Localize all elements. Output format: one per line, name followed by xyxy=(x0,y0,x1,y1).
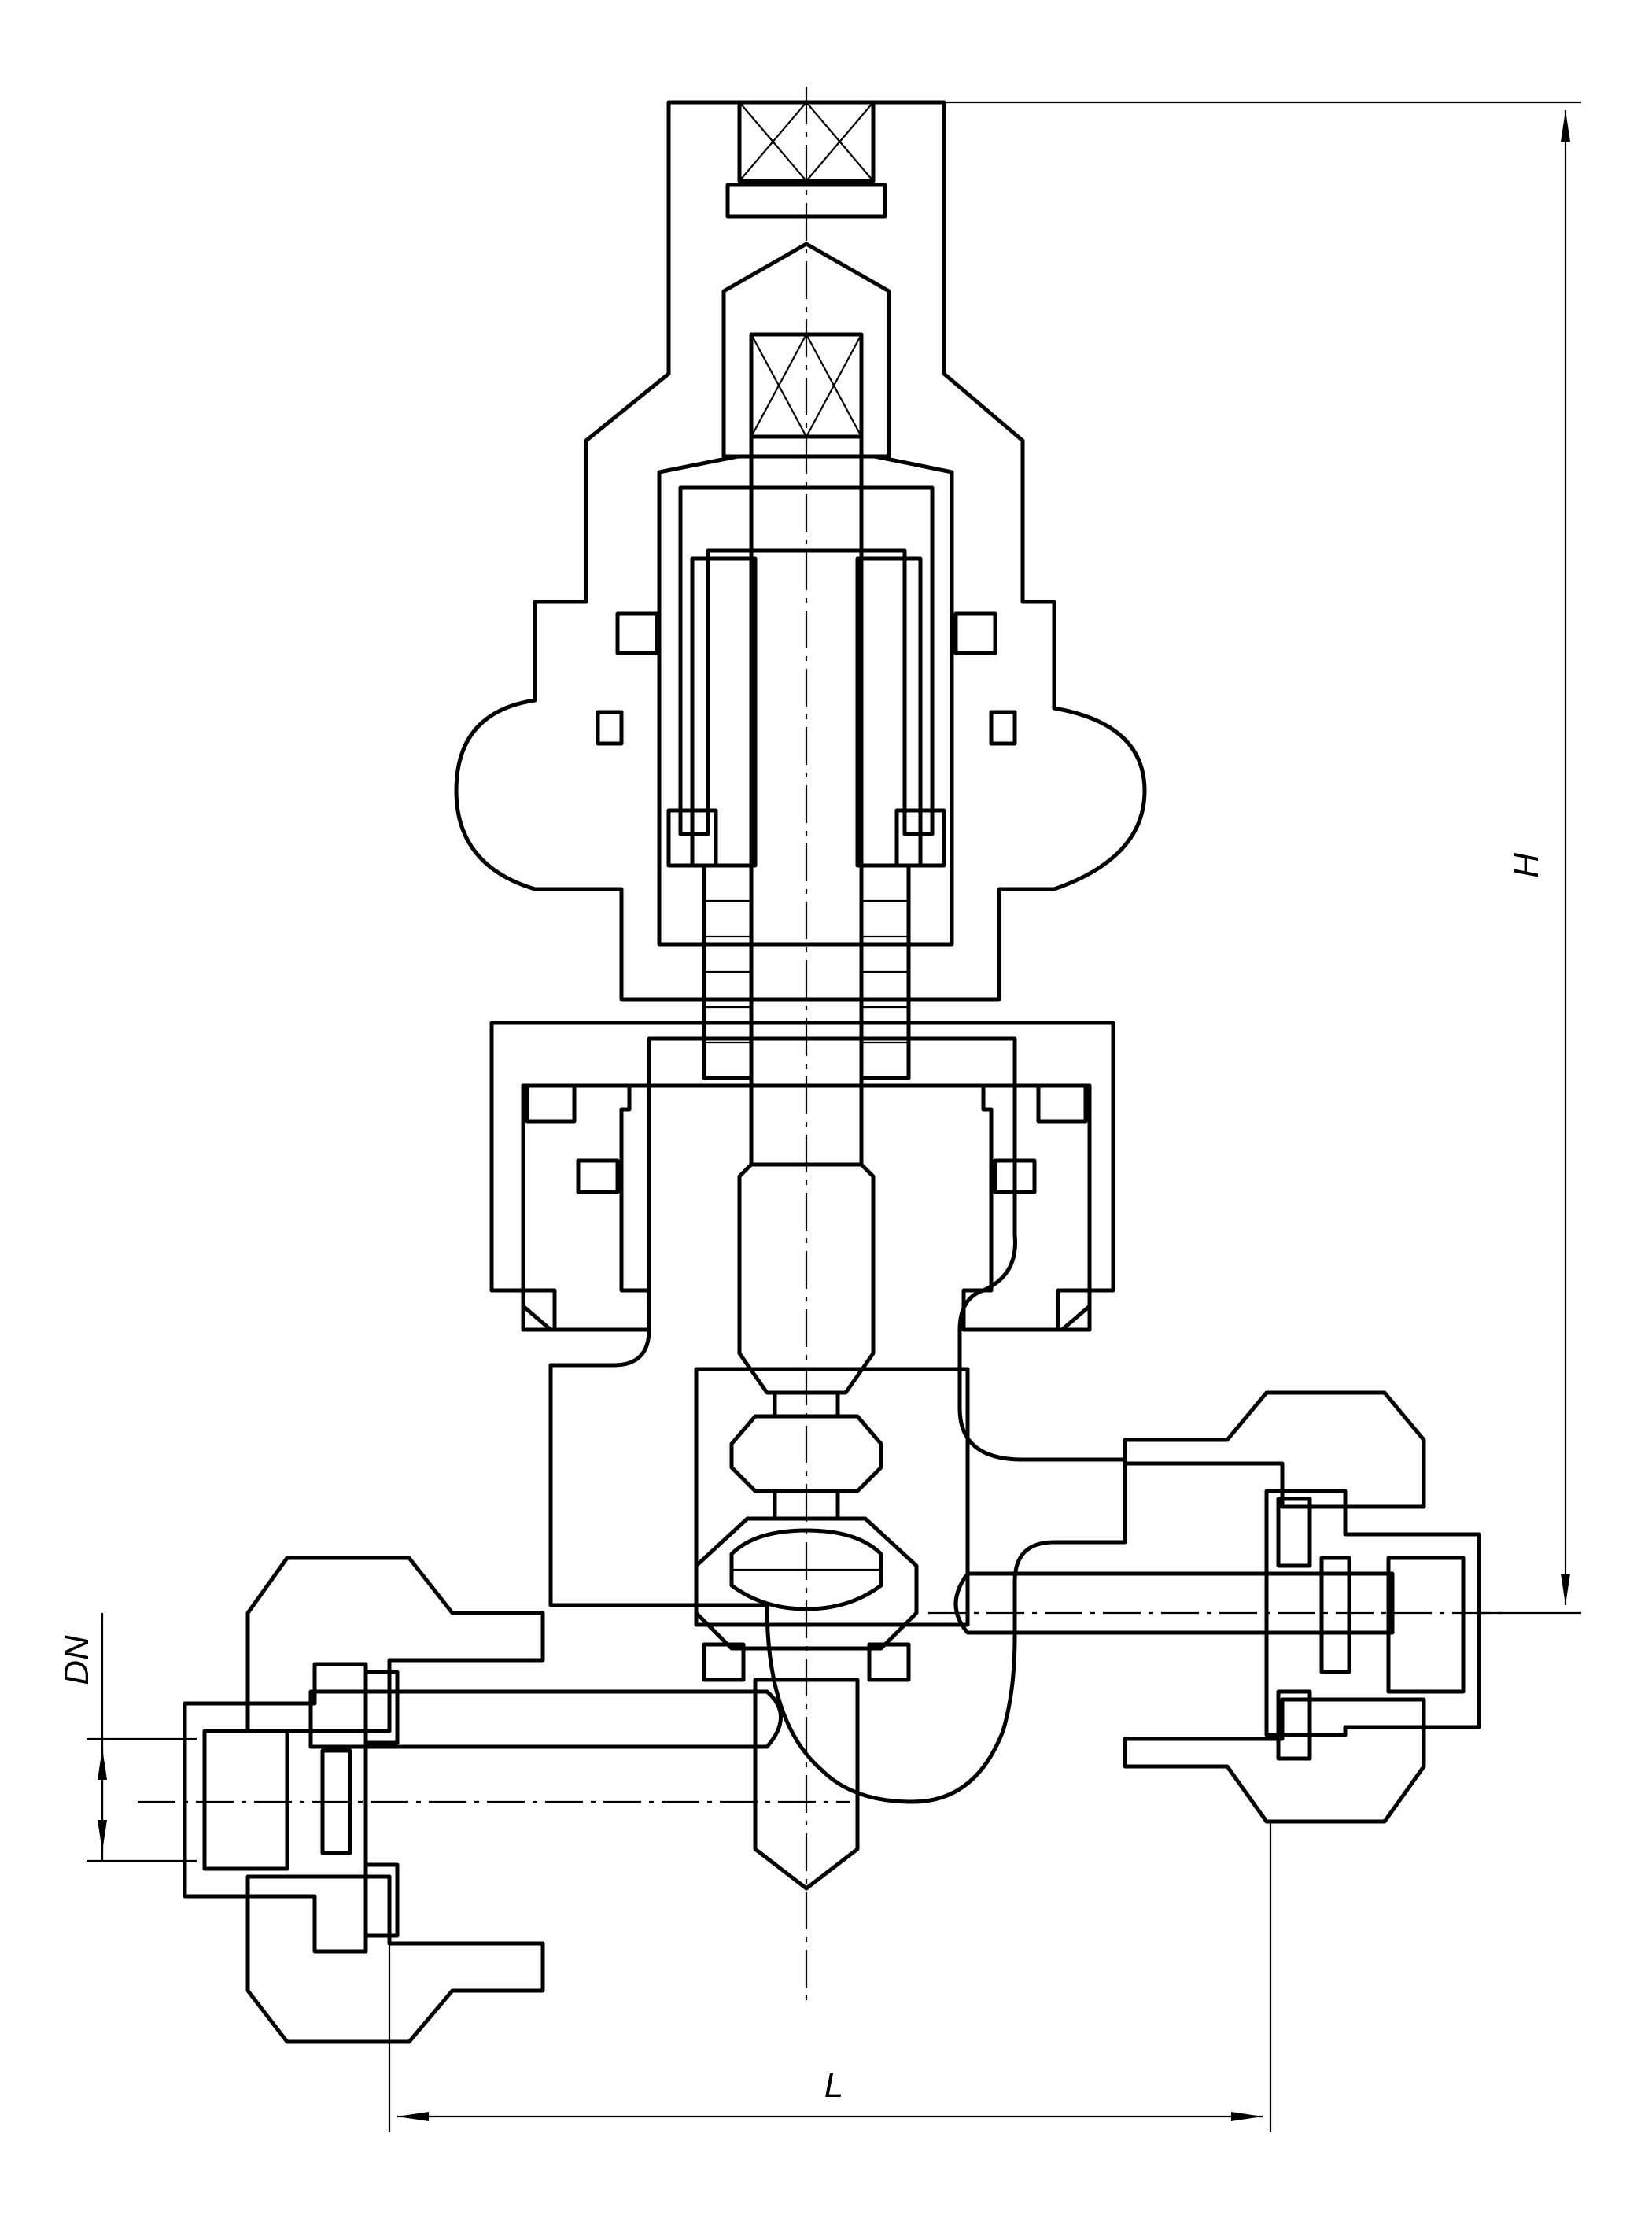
outlet-fitting xyxy=(1123,1390,1481,1824)
inlet-fitting xyxy=(183,1556,545,2044)
dimension-H: H xyxy=(944,101,1581,1615)
dimension-L-label: L xyxy=(824,2066,843,2105)
dimension-L: L xyxy=(388,1822,1272,2132)
packing-rings xyxy=(702,863,911,1080)
dimension-DN: DN xyxy=(57,1613,197,1862)
dimension-DN-label: DN xyxy=(57,1635,96,1685)
center-lines xyxy=(138,87,1510,2002)
valve-body xyxy=(308,1036,1395,1804)
stem-assembly xyxy=(489,242,1115,1891)
dimension-H-label: H xyxy=(1507,853,1546,878)
